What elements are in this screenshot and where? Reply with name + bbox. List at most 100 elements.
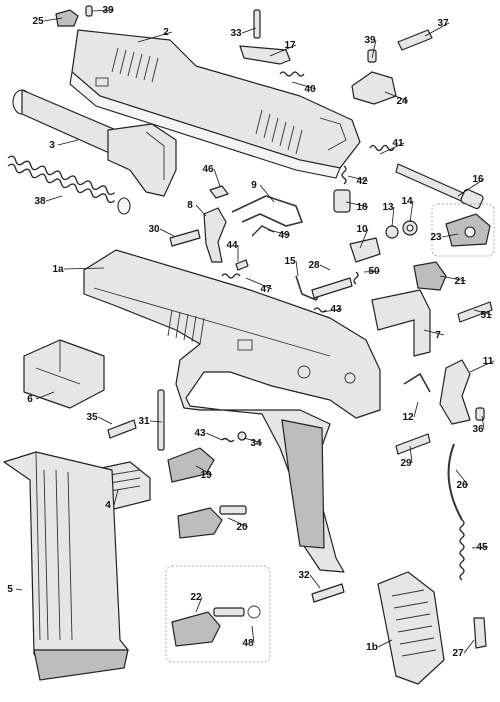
part-22-shaft — [213, 607, 245, 617]
callout-c1b: 1b — [366, 642, 378, 653]
leader-c22 — [195, 596, 203, 613]
part-10 — [349, 237, 381, 263]
leader-c36 — [481, 415, 485, 430]
leader-c49 — [267, 229, 291, 236]
leader-c9 — [259, 184, 275, 203]
leader-c40 — [291, 81, 317, 90]
leader-c29 — [409, 445, 413, 464]
leader-c42 — [347, 175, 369, 182]
leader-c27 — [463, 639, 475, 654]
part-21 — [413, 261, 447, 291]
callout-c2: 2 — [163, 27, 169, 38]
callout-c39b: 39 — [364, 35, 376, 46]
firing-pin-part-16 — [395, 163, 484, 210]
part-20 — [177, 507, 223, 539]
pin-part-31 — [157, 389, 165, 451]
pin-part-29 — [395, 433, 431, 455]
pin-part-39-right — [367, 49, 377, 63]
pin-part-28 — [311, 277, 353, 299]
callout-c48: 48 — [242, 638, 254, 649]
leader-c30 — [159, 228, 175, 237]
leader-c38 — [45, 195, 63, 202]
part-34 — [237, 431, 247, 441]
callout-c43a: 43 — [330, 304, 342, 315]
leader-c51 — [473, 309, 493, 316]
leader-c18 — [345, 201, 369, 208]
part-49 — [251, 225, 275, 237]
leader-c16 — [457, 178, 485, 197]
leader-c17 — [269, 44, 297, 57]
ejector-part-7 — [371, 289, 431, 357]
callout-c51: 51 — [480, 310, 492, 321]
callout-c41: 41 — [392, 138, 404, 149]
leader-c19 — [195, 465, 213, 476]
callout-c22: 22 — [190, 592, 202, 603]
leader-c33 — [241, 27, 257, 34]
magazine-part-5 — [3, 451, 129, 681]
part-36 — [475, 407, 485, 421]
callout-c35: 35 — [86, 412, 98, 423]
callout-c30: 30 — [148, 224, 160, 235]
leader-c41 — [379, 142, 405, 155]
hammer-part-11 — [439, 359, 471, 425]
callout-c45: 45 — [476, 542, 488, 553]
callout-c36: 36 — [472, 424, 484, 435]
spring-part-50 — [353, 271, 359, 285]
pin-part-37 — [397, 29, 433, 51]
callout-c29: 29 — [400, 458, 412, 469]
pin-part-39 — [85, 5, 93, 17]
part-27 — [473, 617, 487, 649]
callout-c38: 38 — [34, 196, 46, 207]
part-18 — [333, 189, 351, 213]
callout-c3: 3 — [49, 140, 55, 151]
rear-sight-part-25 — [55, 9, 79, 27]
callout-c14: 14 — [401, 196, 413, 207]
part-6 — [23, 339, 105, 409]
callout-c8: 8 — [187, 200, 193, 211]
callout-c33: 33 — [230, 28, 242, 39]
callout-c19: 19 — [200, 470, 212, 481]
callout-c42: 42 — [356, 176, 368, 187]
callout-c32: 32 — [298, 570, 310, 581]
callout-c20: 20 — [236, 522, 248, 533]
leader-c39a — [91, 9, 115, 12]
pin-part-33 — [253, 9, 261, 39]
leader-c37 — [424, 22, 450, 37]
callout-c34: 34 — [250, 438, 262, 449]
recoil-spring-part-38 — [7, 155, 131, 215]
spring-part-42 — [341, 165, 347, 185]
callout-c7: 7 — [435, 330, 441, 341]
part-46 — [209, 185, 229, 199]
grip-panel-part-1b — [377, 571, 445, 685]
pin-part-35 — [107, 419, 137, 439]
leader-c14 — [409, 200, 414, 223]
part-13 — [385, 225, 399, 239]
leader-c1b — [377, 639, 393, 648]
leader-c34 — [243, 437, 263, 444]
part-22 — [171, 611, 221, 647]
leader-c43b — [205, 432, 223, 441]
leader-c8 — [195, 204, 207, 217]
callout-c37: 37 — [437, 18, 449, 29]
trigger-part-8 — [203, 207, 227, 263]
callout-c18: 18 — [356, 202, 368, 213]
callout-c39a: 39 — [102, 5, 114, 16]
leader-c10 — [359, 228, 369, 249]
callout-c17: 17 — [284, 40, 296, 51]
callout-c10: 10 — [356, 224, 368, 235]
callout-c1a: 1a — [52, 264, 64, 275]
leader-c48 — [251, 625, 255, 644]
leader-c32 — [309, 574, 321, 589]
callout-c9: 9 — [251, 180, 257, 191]
callout-c12: 12 — [402, 412, 414, 423]
leader-c3 — [57, 139, 79, 146]
hammer-strut-part-26 — [447, 443, 463, 521]
leader-c12 — [413, 401, 419, 418]
leader-c15 — [295, 260, 299, 277]
callout-c49: 49 — [278, 230, 290, 241]
leader-c26 — [455, 469, 469, 486]
callout-c21: 21 — [454, 276, 466, 287]
